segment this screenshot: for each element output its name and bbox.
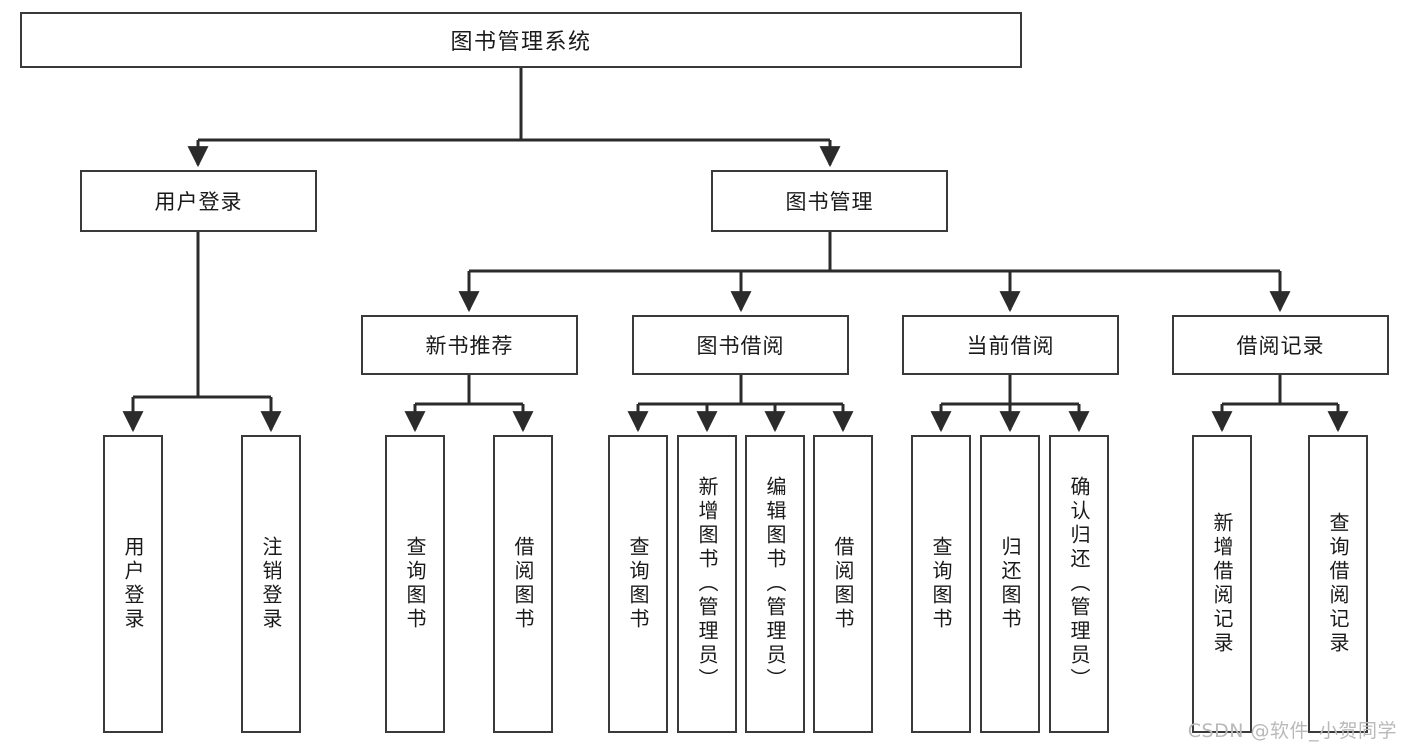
node-borrow-record[interactable]: 借阅记录 xyxy=(1172,315,1389,375)
leaf-user-login-signout[interactable]: 注销登录 xyxy=(241,435,301,733)
leaf-book-borrow-query[interactable]: 查询图书 xyxy=(608,435,668,733)
node-label: 查询图书 xyxy=(403,536,427,632)
leaf-book-borrow-edit[interactable]: 编辑图书（管理员） xyxy=(745,435,805,733)
node-label: 新增图书（管理员） xyxy=(695,476,719,692)
node-label: 查询图书 xyxy=(929,536,953,632)
node-user-login[interactable]: 用户登录 xyxy=(80,170,317,232)
node-label: 借阅图书 xyxy=(511,536,535,632)
leaf-borrow-record-add[interactable]: 新增借阅记录 xyxy=(1192,435,1252,733)
node-current-borrow[interactable]: 当前借阅 xyxy=(902,315,1119,375)
leaf-current-borrow-confirm[interactable]: 确认归还（管理员） xyxy=(1049,435,1109,733)
node-new-book-recommend[interactable]: 新书推荐 xyxy=(361,315,578,375)
node-label: 编辑图书（管理员） xyxy=(763,476,787,692)
node-label: 确认归还（管理员） xyxy=(1067,476,1091,692)
node-root-system[interactable]: 图书管理系统 xyxy=(20,12,1022,68)
node-label: 查询图书 xyxy=(626,536,650,632)
leaf-borrow-record-query[interactable]: 查询借阅记录 xyxy=(1308,435,1368,733)
node-label: 借阅记录 xyxy=(1236,334,1325,358)
node-label: 借阅图书 xyxy=(831,536,855,632)
node-label: 新增借阅记录 xyxy=(1210,512,1234,656)
node-label: 注销登录 xyxy=(259,536,283,632)
leaf-book-borrow-lend[interactable]: 借阅图书 xyxy=(813,435,873,733)
node-label: 查询借阅记录 xyxy=(1326,512,1350,656)
leaf-current-borrow-return[interactable]: 归还图书 xyxy=(980,435,1040,733)
leaf-book-borrow-add[interactable]: 新增图书（管理员） xyxy=(677,435,737,733)
leaf-new-book-borrow[interactable]: 借阅图书 xyxy=(493,435,553,733)
node-label: 归还图书 xyxy=(998,536,1022,632)
watermark-text: CSDN @软件_小贺同学 xyxy=(1187,720,1397,742)
leaf-current-borrow-query[interactable]: 查询图书 xyxy=(911,435,971,733)
node-label: 图书借阅 xyxy=(696,334,785,358)
node-book-borrow[interactable]: 图书借阅 xyxy=(632,315,849,375)
node-label: 用户登录 xyxy=(154,190,243,214)
node-label: 当前借阅 xyxy=(966,334,1055,358)
node-label: 用户登录 xyxy=(121,536,145,632)
node-label: 图书管理系统 xyxy=(450,30,592,55)
leaf-new-book-query[interactable]: 查询图书 xyxy=(385,435,445,733)
leaf-user-login-signin[interactable]: 用户登录 xyxy=(103,435,163,733)
node-book-management[interactable]: 图书管理 xyxy=(711,170,948,232)
node-label: 图书管理 xyxy=(785,190,874,214)
node-label: 新书推荐 xyxy=(425,334,514,358)
